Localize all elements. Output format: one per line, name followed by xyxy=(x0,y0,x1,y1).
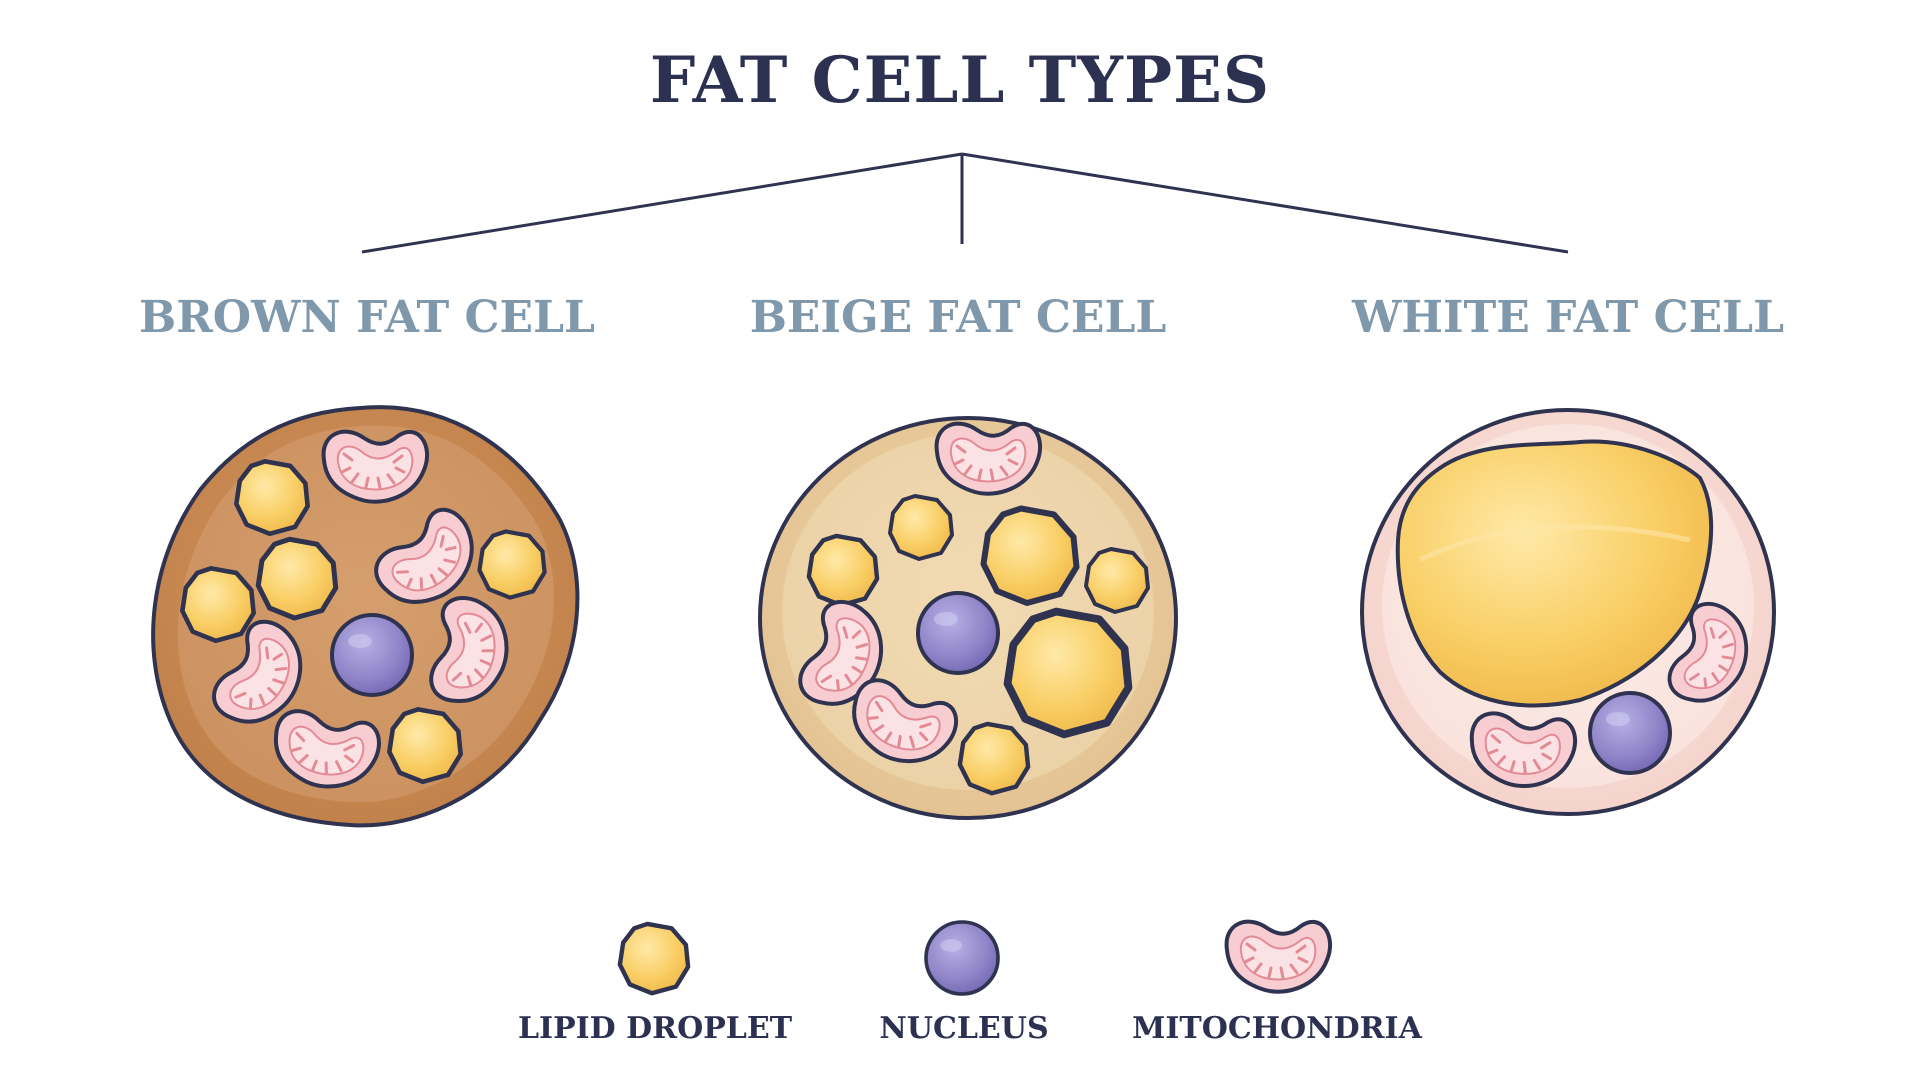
lipid-droplet-icon xyxy=(258,539,336,618)
legend-lipid-droplet-icon xyxy=(620,924,688,993)
nucleus-icon xyxy=(1588,691,1672,775)
white-fat-cell xyxy=(1360,408,1776,816)
lipid-droplet-icon xyxy=(888,494,954,561)
legend: LIPID DROPLET NUCLEUS MITOCHONDRIA xyxy=(518,919,1423,1046)
brown-fat-cell-label: BROWN FAT CELL xyxy=(139,292,595,343)
legend-lipid-droplet-label: LIPID DROPLET xyxy=(518,1011,793,1046)
legend-mitochondria-icon xyxy=(1224,919,1333,994)
page-title: FAT CELL TYPES xyxy=(650,43,1270,118)
white-fat-cell-label: WHITE FAT CELL xyxy=(1351,292,1784,343)
beige-fat-cell xyxy=(758,416,1178,820)
nucleus-icon xyxy=(330,613,414,697)
lipid-droplet-icon xyxy=(1008,612,1129,735)
lipid-droplet-icon xyxy=(960,724,1028,793)
lipid-droplet-icon xyxy=(809,536,877,605)
tree-connector xyxy=(361,152,1569,254)
lipid-droplet-icon xyxy=(479,531,544,597)
lipid-droplet-icon xyxy=(1084,547,1150,614)
brown-fat-cell xyxy=(151,405,580,828)
legend-nucleus-icon xyxy=(924,920,1000,996)
legend-nucleus-label: NUCLEUS xyxy=(879,1011,1048,1046)
lipid-droplet-icon xyxy=(1395,439,1714,708)
lipid-droplet-icon xyxy=(984,509,1077,604)
lipid-droplet-icon xyxy=(236,461,307,533)
lipid-droplet-icon xyxy=(389,709,460,781)
legend-mitochondria-label: MITOCHONDRIA xyxy=(1132,1011,1422,1046)
nucleus-icon xyxy=(916,591,1000,675)
beige-fat-cell-label: BEIGE FAT CELL xyxy=(750,292,1167,343)
lipid-droplet-icon xyxy=(182,568,253,640)
